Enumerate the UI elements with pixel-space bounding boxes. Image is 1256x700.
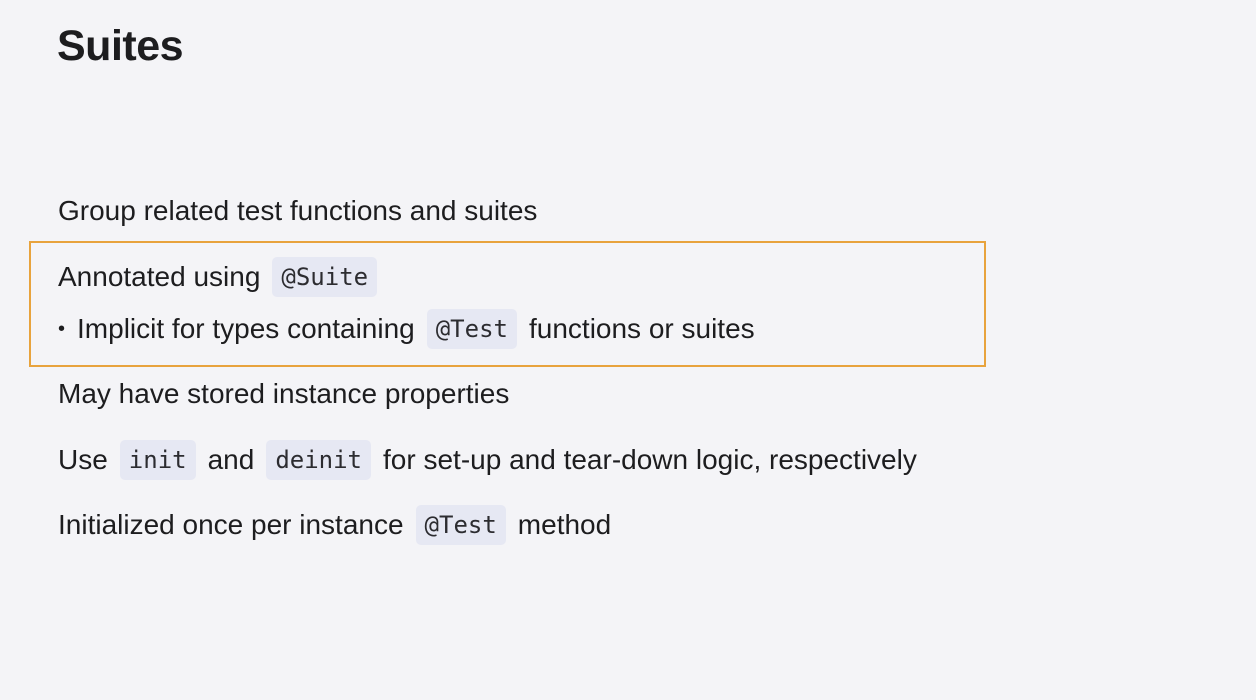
code-init: init: [119, 440, 196, 480]
code-deinit: deinit: [266, 440, 372, 480]
code-test-method: @Test: [415, 505, 506, 545]
bullet-icon: •: [58, 318, 66, 340]
code-suite: @Suite: [272, 257, 378, 297]
and-text: and: [207, 444, 255, 475]
text-line-implicit: • Implicit for types containing @Test fu…: [58, 309, 755, 349]
text-line-group-related-text: Group related test functions and suites: [58, 195, 538, 226]
code-test-implicit: @Test: [426, 309, 517, 349]
initialized-text-before: Initialized once per instance: [58, 509, 404, 540]
stored-properties-text: May have stored instance properties: [58, 378, 510, 409]
slide-title: Suites: [57, 22, 184, 70]
text-line-group-related: Group related test functions and suites: [58, 191, 537, 231]
annotated-text: Annotated using: [58, 261, 261, 292]
text-line-stored-properties: May have stored instance properties: [58, 374, 509, 414]
text-line-annotated: Annotated using @Suite: [58, 257, 389, 297]
highlight-box: [29, 241, 986, 367]
initialized-text-after: method: [517, 509, 612, 540]
implicit-text-after: functions or suites: [528, 313, 755, 344]
text-line-initialized: Initialized once per instance @Test meth…: [58, 505, 611, 545]
setup-teardown-text: for set-up and tear-down logic, respecti…: [383, 444, 917, 475]
implicit-text-before: Implicit for types containing: [77, 313, 415, 344]
use-text: Use: [58, 444, 108, 475]
text-line-init-deinit: Use init and deinit for set-up and tear-…: [58, 440, 917, 480]
